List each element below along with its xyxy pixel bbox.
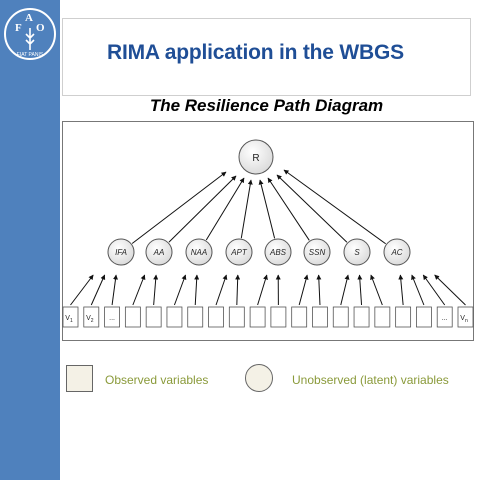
- latent-node-ifa: [107, 238, 135, 266]
- arrow-ssn-to-r: [267, 177, 310, 241]
- logo-letter-f: F: [15, 22, 22, 34]
- legend-observed-label: Observed variables: [105, 373, 209, 387]
- latent-node-s: [343, 238, 371, 266]
- arrow-observed-12-to-ssn: [298, 274, 309, 306]
- arrow-observed-19-to-ac: [422, 274, 446, 306]
- slide-title: RIMA application in the WBGS: [107, 41, 404, 64]
- latent-node-ac: [383, 238, 411, 266]
- observed-box-20: [457, 306, 474, 328]
- arrow-ifa-to-r: [131, 171, 227, 244]
- latent-label-abs: ABS: [269, 248, 287, 257]
- arrow-observed-20-to-ac: [434, 274, 466, 306]
- arrow-s-to-r: [276, 174, 348, 243]
- arrow-observed-17-to-ac: [398, 274, 404, 306]
- observed-box-6: [166, 306, 183, 328]
- arrow-observed-4-to-aa: [132, 274, 146, 306]
- arrow-naa-to-r: [205, 177, 245, 241]
- arrow-observed-15-to-s: [357, 274, 363, 306]
- observed-label-20: Vn: [460, 315, 468, 324]
- observed-box-5: [145, 306, 162, 328]
- diagram-title: The Resilience Path Diagram: [149, 96, 384, 115]
- observed-box-18: [416, 306, 432, 328]
- latent-node-ssn: [303, 238, 331, 266]
- arrow-observed-14-to-s: [340, 274, 350, 306]
- arrow-observed-1-to-ifa: [70, 274, 94, 306]
- latent-node-naa: [185, 238, 213, 266]
- side-band: F A O FIAT PANIS: [0, 0, 60, 480]
- arrow-abs-to-r: [258, 179, 276, 239]
- root-node-circle: [238, 139, 274, 175]
- latent-label-ac: AC: [390, 248, 402, 257]
- latent-node-abs: [264, 238, 292, 266]
- observed-label-3: ...: [109, 315, 115, 322]
- diagram-frame: [62, 121, 474, 341]
- title-box: RIMA application in the WBGS: [62, 18, 471, 96]
- observed-box-10: [249, 306, 266, 328]
- latent-label-ifa: IFA: [115, 248, 127, 257]
- arrow-observed-16-to-s: [370, 274, 383, 306]
- observed-box-16: [374, 306, 391, 328]
- arrow-observed-5-to-aa: [153, 274, 159, 306]
- arrow-ac-to-r: [283, 169, 386, 245]
- latent-node-apt: [225, 238, 253, 266]
- observed-box-15: [353, 306, 370, 328]
- observed-box-2: [83, 306, 100, 328]
- logo-letter-a: A: [25, 12, 33, 24]
- arrow-observed-6-to-naa: [173, 274, 187, 306]
- observed-box-7: [187, 306, 204, 328]
- arrow-observed-9-to-apt: [235, 274, 241, 306]
- latent-label-ssn: SSN: [309, 248, 326, 257]
- latent-label-s: S: [354, 248, 360, 257]
- arrow-observed-3-to-ifa: [111, 274, 118, 306]
- observed-box-14: [332, 306, 349, 328]
- legend-latent-label: Unobserved (latent) variables: [292, 373, 449, 387]
- observed-box-12: [291, 306, 308, 328]
- arrow-observed-10-to-abs: [257, 274, 268, 306]
- observed-box-9: [228, 306, 245, 328]
- observed-label-1: V1: [65, 315, 73, 324]
- latent-label-apt: APT: [230, 248, 248, 257]
- arrow-observed-7-to-naa: [194, 274, 200, 306]
- arrow-observed-13-to-ssn: [316, 274, 322, 306]
- logo-motto: FIAT PANIS: [17, 52, 44, 58]
- observed-label-19: ...: [442, 315, 448, 322]
- observed-box-1: [62, 306, 79, 328]
- arrow-observed-8-to-apt: [215, 274, 228, 306]
- arrow-observed-2-to-ifa: [90, 274, 106, 306]
- arrow-apt-to-r: [240, 179, 253, 239]
- root-node-label: R: [252, 153, 259, 164]
- observed-box-19: [436, 306, 453, 328]
- fao-logo: F A O FIAT PANIS: [2, 4, 58, 84]
- observed-box-13: [312, 306, 328, 328]
- observed-label-2: V2: [86, 315, 94, 324]
- observed-box-4: [124, 306, 141, 328]
- legend-latent-circle: [245, 364, 273, 392]
- observed-box-17: [395, 306, 412, 328]
- logo-letter-o: O: [36, 22, 45, 34]
- latent-label-naa: NAA: [191, 248, 207, 257]
- latent-node-aa: [145, 238, 173, 266]
- observed-box-3: [104, 306, 120, 328]
- observed-box-8: [208, 306, 224, 328]
- observed-box-11: [270, 306, 287, 328]
- legend-observed-square: [66, 365, 93, 392]
- arrow-aa-to-r: [168, 175, 237, 243]
- latent-label-aa: AA: [153, 248, 165, 257]
- arrow-observed-18-to-ac: [411, 274, 425, 306]
